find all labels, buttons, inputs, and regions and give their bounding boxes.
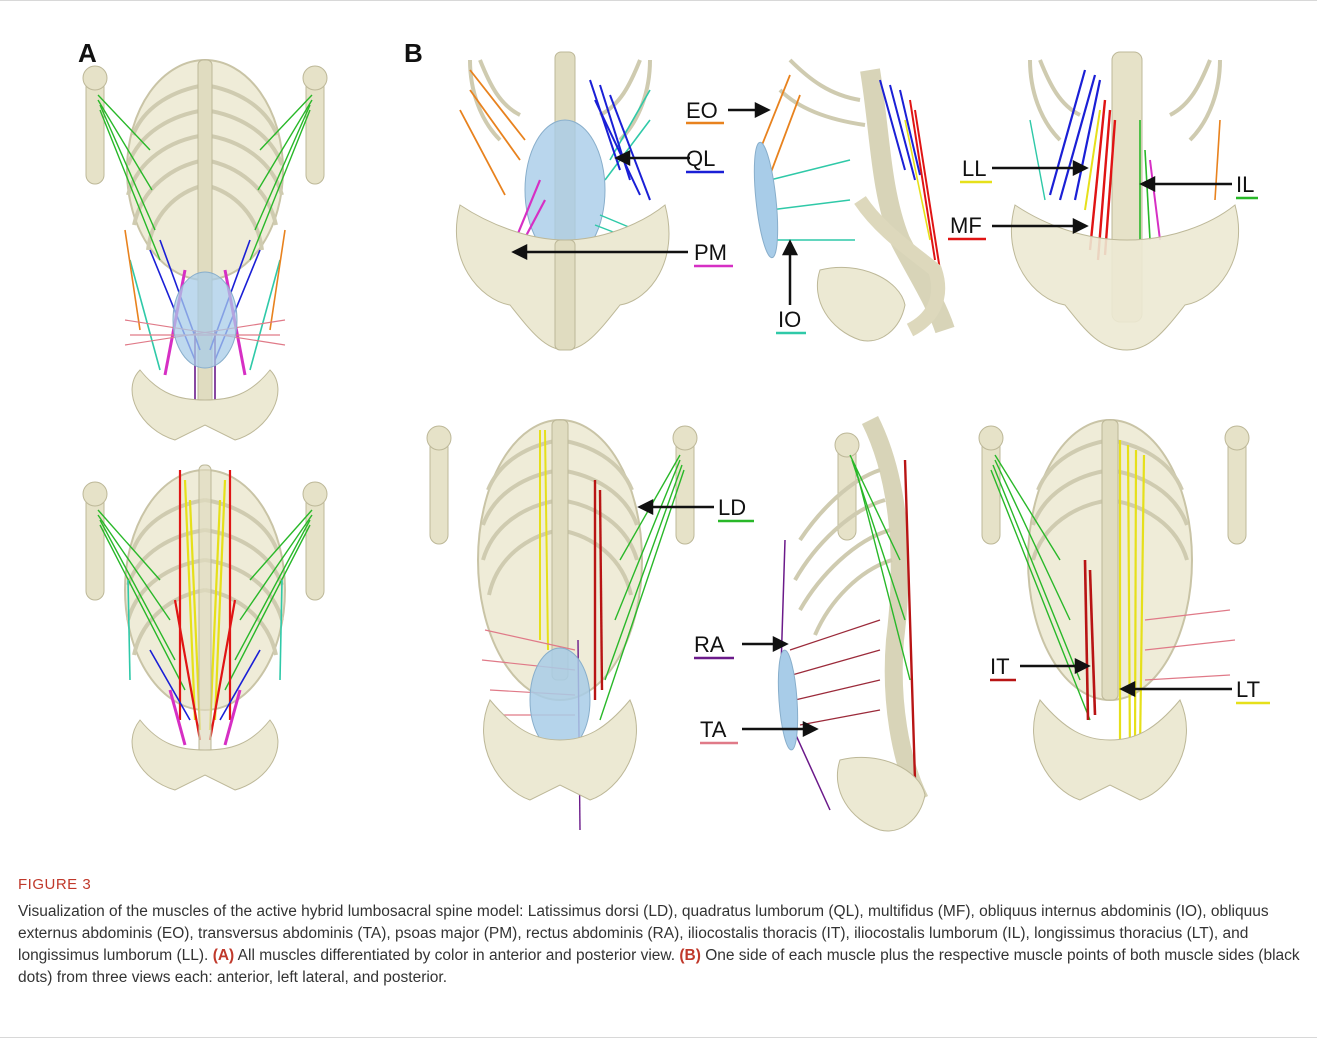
caption-text-part-2: All muscles differentiated by color in a… (234, 947, 679, 964)
label-io: IO (778, 307, 801, 332)
caption-ref-a: (A) (213, 947, 235, 964)
panel-b-lateral-view (750, 60, 945, 341)
caption-ref-b: (B) (679, 947, 701, 964)
bottom-rule (0, 1037, 1317, 1038)
panel-b-posterior-view (1011, 52, 1238, 350)
label-ll: LL (962, 156, 986, 181)
panel-b-posterior-view-2 (979, 420, 1249, 800)
figure-number: FIGURE 3 (18, 876, 1303, 893)
panel-b-lateral-view-2 (776, 420, 925, 831)
label-lt: LT (1236, 677, 1260, 702)
caption-text: Visualization of the muscles of the acti… (18, 901, 1303, 989)
label-ta: TA (700, 717, 727, 742)
label-ql: QL (686, 146, 715, 171)
label-ld: LD (718, 495, 746, 520)
label-it: IT (990, 654, 1010, 679)
panel-label-b: B (404, 38, 423, 69)
panel-a-posterior-view (83, 465, 327, 790)
label-il: IL (1236, 172, 1254, 197)
label-ra: RA (694, 632, 725, 657)
panel-b-anterior-view-2 (427, 420, 697, 830)
figure-illustration: EO QL PM IO LL IL MF LD RA TA IT LT (0, 0, 1317, 870)
panel-a-anterior-view (83, 60, 327, 440)
figure-caption: FIGURE 3 Visualization of the muscles of… (18, 876, 1303, 989)
label-eo: EO (686, 98, 718, 123)
panel-label-a: A (78, 38, 97, 69)
label-mf: MF (950, 213, 982, 238)
panel-b-anterior-view (455, 52, 669, 382)
label-pm: PM (694, 240, 727, 265)
